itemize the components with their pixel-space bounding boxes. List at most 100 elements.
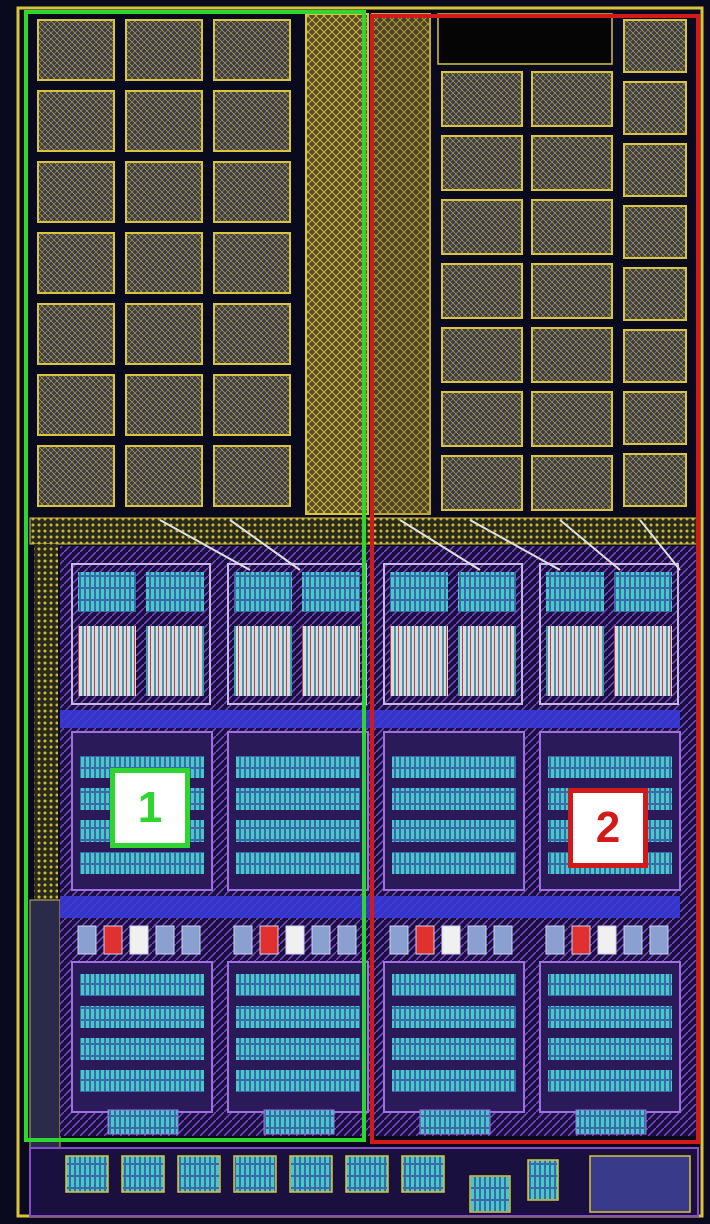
- bottom-cell: [589, 1155, 691, 1213]
- switch-block: [71, 563, 211, 705]
- device: [181, 925, 201, 955]
- device: [571, 925, 591, 955]
- device: [441, 925, 461, 955]
- switch-block: [383, 563, 523, 705]
- bottom-cell: [177, 1155, 221, 1193]
- capacitor-cell: [623, 143, 687, 197]
- transistor-array: [234, 572, 292, 612]
- capacitor-cell: [37, 161, 115, 223]
- capacitor-cell: [441, 391, 523, 447]
- routing-wire: [399, 519, 481, 571]
- transistor-array: [302, 626, 360, 696]
- transistor-row: [548, 1038, 672, 1060]
- transistor-row: [392, 820, 516, 842]
- capacitor-cell: [37, 232, 115, 294]
- capacitor-cell: [37, 445, 115, 507]
- capacitor-cell: [441, 135, 523, 191]
- capacitor-cell: [531, 391, 613, 447]
- transistor-array: [458, 626, 516, 696]
- bottom-cell: [65, 1155, 109, 1193]
- capacitor-cell: [441, 455, 523, 511]
- routing-wire: [469, 519, 561, 571]
- capacitor-cell: [531, 327, 613, 383]
- transistor-array: [234, 626, 292, 696]
- transistor-array: [614, 572, 672, 612]
- region-1-label: 1: [110, 768, 190, 848]
- transistor-array: [146, 626, 204, 696]
- capacitor-cell: [213, 161, 291, 223]
- routing-wire: [559, 519, 621, 571]
- transistor-row: [548, 756, 672, 778]
- bottom-cell: [289, 1155, 333, 1193]
- transistor-row: [392, 1070, 516, 1092]
- transistor-row: [80, 974, 204, 996]
- capacitor-cell: [531, 71, 613, 127]
- transistor-row: [236, 1006, 360, 1028]
- device: [649, 925, 669, 955]
- device: [623, 925, 643, 955]
- switch-block: [539, 563, 679, 705]
- capacitor-cell: [441, 199, 523, 255]
- transistor-row: [236, 788, 360, 810]
- transistor-array: [302, 572, 360, 612]
- bottom-cell: [233, 1155, 277, 1193]
- transistor-row: [236, 852, 360, 874]
- capacitor-cell: [623, 81, 687, 135]
- capacitor-cell: [37, 374, 115, 436]
- transistor-array: [390, 626, 448, 696]
- capacitor-cell: [213, 374, 291, 436]
- transistor-array: [390, 572, 448, 612]
- transistor-row: [236, 1070, 360, 1092]
- device: [103, 925, 123, 955]
- bottom-cell: [345, 1155, 389, 1193]
- transistor-array: [546, 626, 604, 696]
- capacitor-cell: [37, 303, 115, 365]
- routing-wire: [229, 519, 301, 571]
- device: [597, 925, 617, 955]
- capacitor-cell: [623, 205, 687, 259]
- transistor-row: [575, 1109, 647, 1135]
- transistor-array: [458, 572, 516, 612]
- capacitor-cell: [213, 303, 291, 365]
- transistor-row: [548, 1006, 672, 1028]
- region-2-label: 2: [568, 788, 648, 868]
- device: [155, 925, 175, 955]
- capacitor-cell: [213, 19, 291, 81]
- transistor-row: [80, 1038, 204, 1060]
- region-2-outline: [370, 14, 700, 1144]
- transistor-row: [392, 974, 516, 996]
- capacitor-cell: [623, 391, 687, 445]
- transistor-row: [80, 1006, 204, 1028]
- transistor-row: [392, 756, 516, 778]
- transistor-row: [80, 1070, 204, 1092]
- capacitor-cell: [441, 263, 523, 319]
- capacitor-cell: [441, 327, 523, 383]
- transistor-array: [78, 626, 136, 696]
- transistor-row: [80, 852, 204, 874]
- top-right-dark-block: [437, 13, 613, 65]
- capacitor-cell: [125, 232, 203, 294]
- transistor-row: [392, 788, 516, 810]
- device: [311, 925, 331, 955]
- capacitor-cell: [125, 161, 203, 223]
- bottom-cell: [401, 1155, 445, 1193]
- transistor-row: [236, 1038, 360, 1060]
- device: [259, 925, 279, 955]
- circuit-cells: [71, 519, 681, 1135]
- capacitor-cell: [623, 267, 687, 321]
- transistor-row: [236, 974, 360, 996]
- transistor-row: [392, 1038, 516, 1060]
- capacitor-cell: [125, 445, 203, 507]
- capacitor-cell: [531, 199, 613, 255]
- transistor-row: [107, 1109, 179, 1135]
- capacitor-array-right: [441, 19, 687, 511]
- transistor-row: [548, 1070, 672, 1092]
- device: [233, 925, 253, 955]
- transistor-row: [392, 1006, 516, 1028]
- region-1-outline: [24, 10, 366, 1142]
- capacitor-cell: [37, 90, 115, 152]
- bottom-cell: [527, 1159, 559, 1201]
- transistor-row: [419, 1109, 491, 1135]
- capacitor-cell: [531, 263, 613, 319]
